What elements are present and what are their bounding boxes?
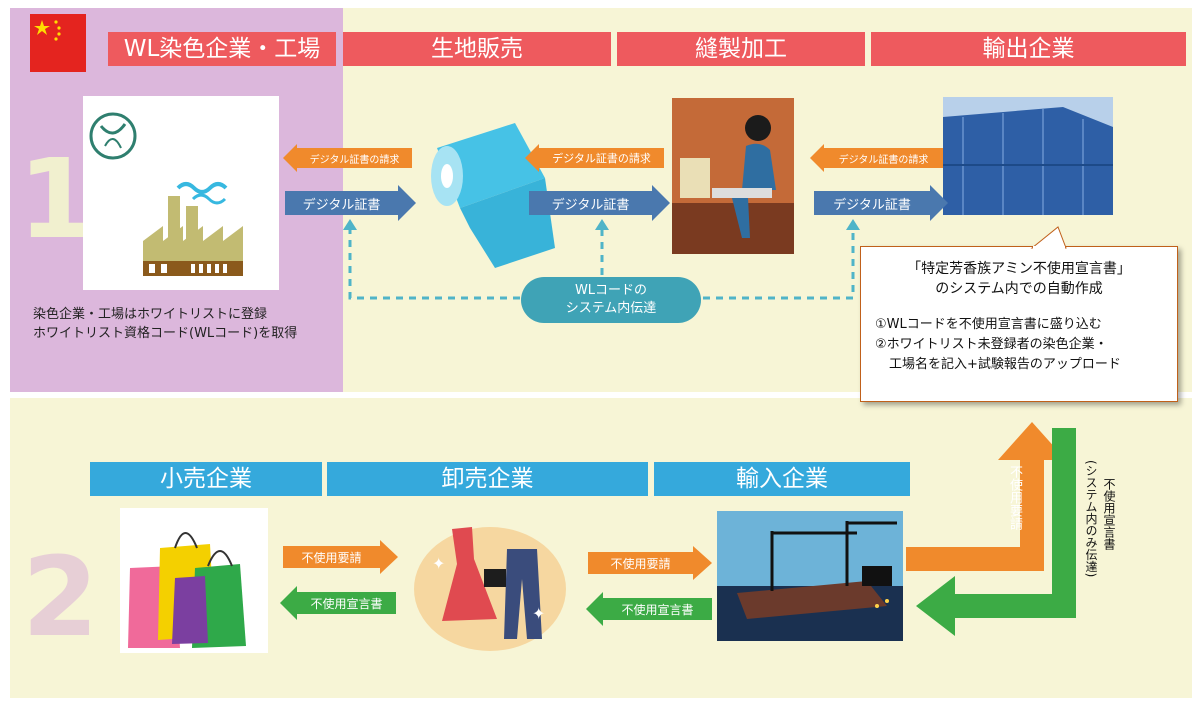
step-number-2: 2: [22, 533, 99, 661]
header-wholesaler: 卸売企業: [327, 462, 648, 496]
note-item-3: 工場名を記入+試験報告のアップロード: [889, 357, 1121, 372]
declaration-label-row2-left: 不使用宣言書: [310, 596, 383, 611]
request-label-row2-right: 不使用要請: [610, 556, 671, 571]
cargo-ship-image: [717, 511, 903, 641]
cert-label-right: デジタル証書: [833, 197, 911, 213]
note-item-2: ②ホワイトリスト未登録者の染色企業・: [875, 337, 1108, 352]
shopping-bags-image: [120, 508, 268, 653]
sewing-worker-image: [672, 98, 794, 254]
note-item-1: ①WLコードを不使用宣言書に盛り込む: [875, 317, 1102, 332]
header-retailer: 小売企業: [90, 462, 322, 496]
china-flag-icon: [30, 14, 86, 72]
cert-label-left: デジタル証書: [302, 197, 381, 213]
header-importer: 輸入企業: [654, 462, 910, 496]
header-exporter: 輸出企業: [871, 32, 1186, 66]
header-sewing: 縫製加工: [617, 32, 865, 66]
dyeing-caption-line1: 染色企業・工場はホワイトリストに登録: [33, 307, 268, 322]
step-number-1: 1: [18, 135, 95, 263]
note-pointer: [1030, 226, 1067, 249]
header-dyeing: WL染色企業・工場: [108, 32, 336, 66]
wl-transfer-pill: WLコードの システム内伝達: [521, 277, 701, 323]
request-label-mid: デジタル証書の請求: [552, 152, 651, 165]
cert-label-mid: デジタル証書: [551, 197, 630, 213]
dyeing-factory-image: [83, 96, 279, 290]
request-label-right: デジタル証書の請求: [838, 154, 929, 166]
shipping-container-image: [943, 97, 1113, 215]
vertical-request-label: 不使用要請: [1007, 465, 1022, 530]
note-title-line1: 「特定芳香族アミン不使用宣言書」: [907, 261, 1131, 277]
row1-arrows: [283, 144, 948, 300]
svg-text:✦: ✦: [432, 554, 445, 573]
request-label-left: デジタル証書の請求: [309, 154, 400, 166]
header-fabric-sales: 生地販売: [343, 32, 611, 66]
declaration-note: 「特定芳香族アミン不使用宣言書」 のシステム内での自動作成 ①WLコードを不使用…: [860, 246, 1178, 402]
svg-text:✦: ✦: [532, 604, 545, 623]
vertical-declaration-label: 不使用宣言書: [1102, 478, 1116, 550]
clothes-image: ✦ ✦: [412, 509, 568, 654]
dyeing-caption-line2: ホワイトリスト資格コード(WLコード)を取得: [33, 326, 298, 341]
request-label-row2-left: 不使用要請: [301, 550, 362, 565]
dyeing-caption: 染色企業・工場はホワイトリストに登録 ホワイトリスト資格コード(WLコード)を取…: [33, 305, 338, 343]
note-title-line2: のシステム内での自動作成: [935, 281, 1103, 297]
vertical-declaration-sublabel: (システム内のみ伝達): [1084, 460, 1098, 578]
declaration-label-row2-right: 不使用宣言書: [621, 602, 694, 617]
row2-arrows: [280, 422, 1076, 636]
